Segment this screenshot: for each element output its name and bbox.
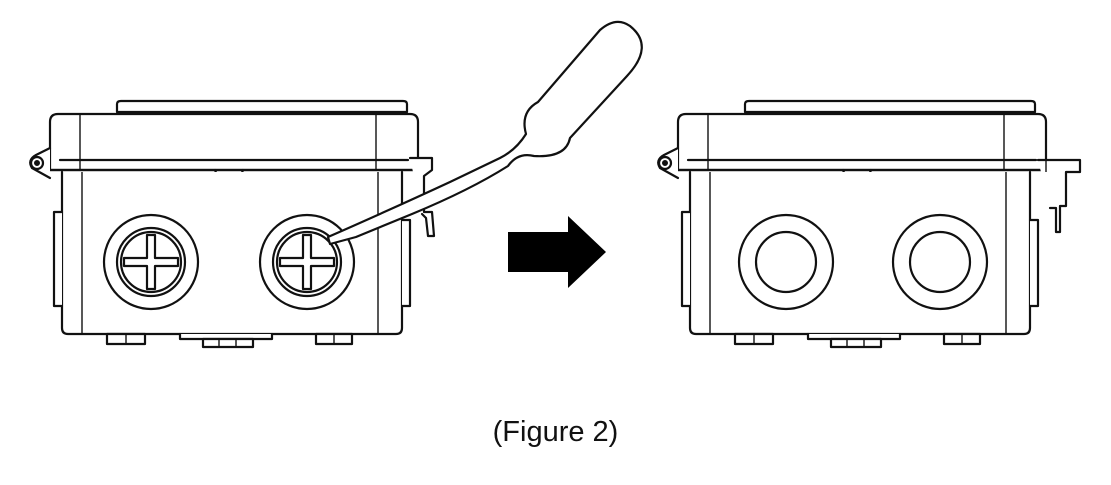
knockout-open-left <box>737 213 835 311</box>
figure-illustration <box>29 20 1082 349</box>
figure-caption: (Figure 2) <box>492 416 619 448</box>
right-arrow-icon <box>508 216 606 288</box>
knockout-sealed-right <box>258 213 356 311</box>
junction-box-knockout-open-icon <box>657 99 1082 349</box>
knockout-open-right <box>891 213 989 311</box>
knockout-sealed-left <box>102 213 200 311</box>
knife-icon <box>326 20 643 246</box>
